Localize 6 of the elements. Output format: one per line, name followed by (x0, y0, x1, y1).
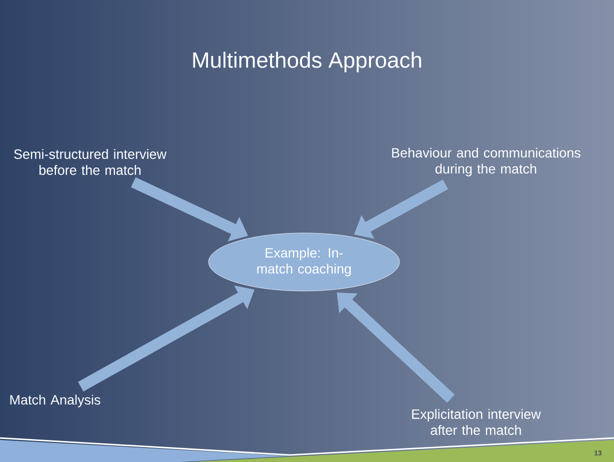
text-label: Explicitation interview after the match (412, 409, 541, 435)
title: Multimethods Approach (193, 52, 422, 72)
text-label: Match Analysis (10, 394, 100, 408)
ellipse-node: Example: In-match coaching (208, 232, 400, 292)
text-label: Behaviour and communications during the match (392, 148, 580, 176)
text-label: Semi-structured interview before the match (14, 149, 167, 175)
